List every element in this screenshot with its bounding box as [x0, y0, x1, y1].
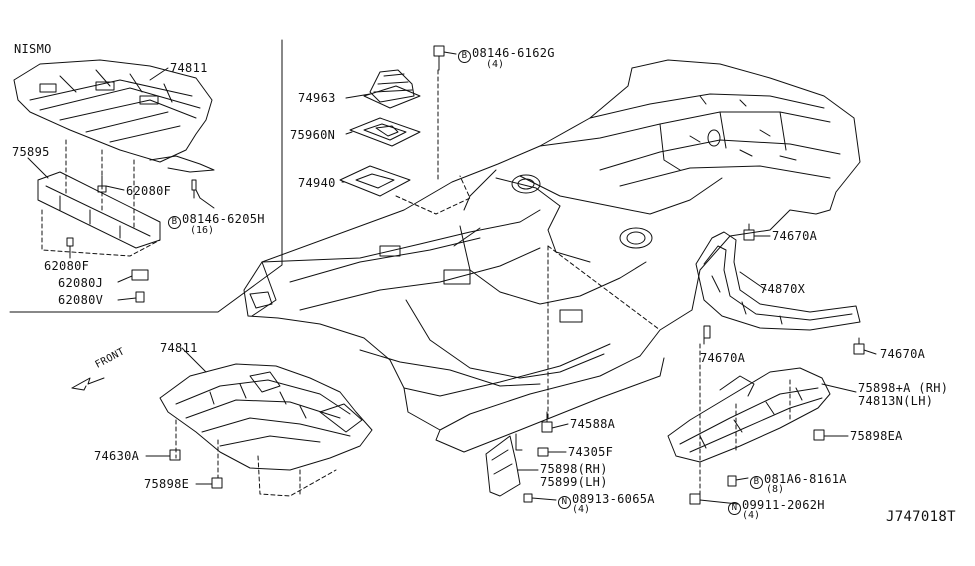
- label-62080f-b: 62080F: [44, 259, 90, 273]
- inset-leaders: [27, 67, 215, 301]
- nismo-inset-frame: [9, 39, 283, 313]
- inset-plate-75895-drawing: [37, 139, 161, 257]
- undercover-right-drawing: [667, 343, 831, 497]
- nut-n-marker-icon: N: [558, 496, 571, 509]
- label-75898ea: 75898EA: [850, 429, 903, 443]
- label-74813n-lh: 74813N(LH): [858, 394, 934, 408]
- inset-undercover-drawing: [13, 59, 215, 173]
- undercover-main-drawing: [159, 363, 373, 497]
- main-leaders: [145, 235, 877, 505]
- label-75898-rh: 75898(RH): [540, 462, 608, 476]
- nismo-title: NISMO: [14, 42, 52, 56]
- qty-08913-6065a: (4): [572, 504, 591, 515]
- label-74305f: 74305F: [568, 445, 614, 459]
- qty-09911-2062h: (4): [742, 510, 761, 521]
- floor-pan-drawing: [243, 59, 861, 453]
- bolt-b-marker-icon: B: [168, 216, 181, 229]
- label-75899-lh: 75899(LH): [540, 475, 608, 489]
- shifter-leaders: [341, 51, 457, 183]
- label-74963: 74963: [298, 91, 336, 105]
- inset-fasteners: [66, 175, 197, 303]
- fasteners-main: [169, 223, 865, 505]
- qty-08146-6205h: (16): [190, 225, 215, 236]
- label-74588a: 74588A: [570, 417, 616, 431]
- qty-08146-6162g: (4): [486, 59, 505, 70]
- label-74811-main: 74811: [160, 341, 198, 355]
- label-74870x: 74870X: [760, 282, 806, 296]
- label-74630a: 74630A: [94, 449, 140, 463]
- diagram-id: J747018T: [886, 509, 956, 525]
- bolt-b-marker-icon: B: [750, 476, 763, 489]
- label-62080f-a: 62080F: [126, 184, 172, 198]
- label-62080j: 62080J: [58, 276, 104, 290]
- label-74811-inset: 74811: [170, 61, 208, 75]
- front-arrow-icon: [71, 377, 105, 391]
- label-75898e: 75898E: [144, 477, 190, 491]
- shifter-boot-parts: [339, 45, 471, 215]
- label-74670a-b: 74670A: [700, 351, 746, 365]
- label-74940: 74940: [298, 176, 336, 190]
- label-75898a-rh: 75898+A (RH): [858, 381, 949, 395]
- label-62080v: 62080V: [58, 293, 104, 307]
- qty-081a6-8161a: (8): [766, 484, 785, 495]
- label-75895: 75895: [12, 145, 50, 159]
- bracket-75898-drawing: [485, 433, 533, 503]
- rail-74870x-drawing: [695, 231, 861, 331]
- label-75960n: 75960N: [290, 128, 336, 142]
- nut-n-marker-icon: N: [728, 502, 741, 515]
- bolt-b-marker-icon: B: [458, 50, 471, 63]
- label-74670a-a: 74670A: [772, 229, 818, 243]
- label-74670a-c: 74670A: [880, 347, 926, 361]
